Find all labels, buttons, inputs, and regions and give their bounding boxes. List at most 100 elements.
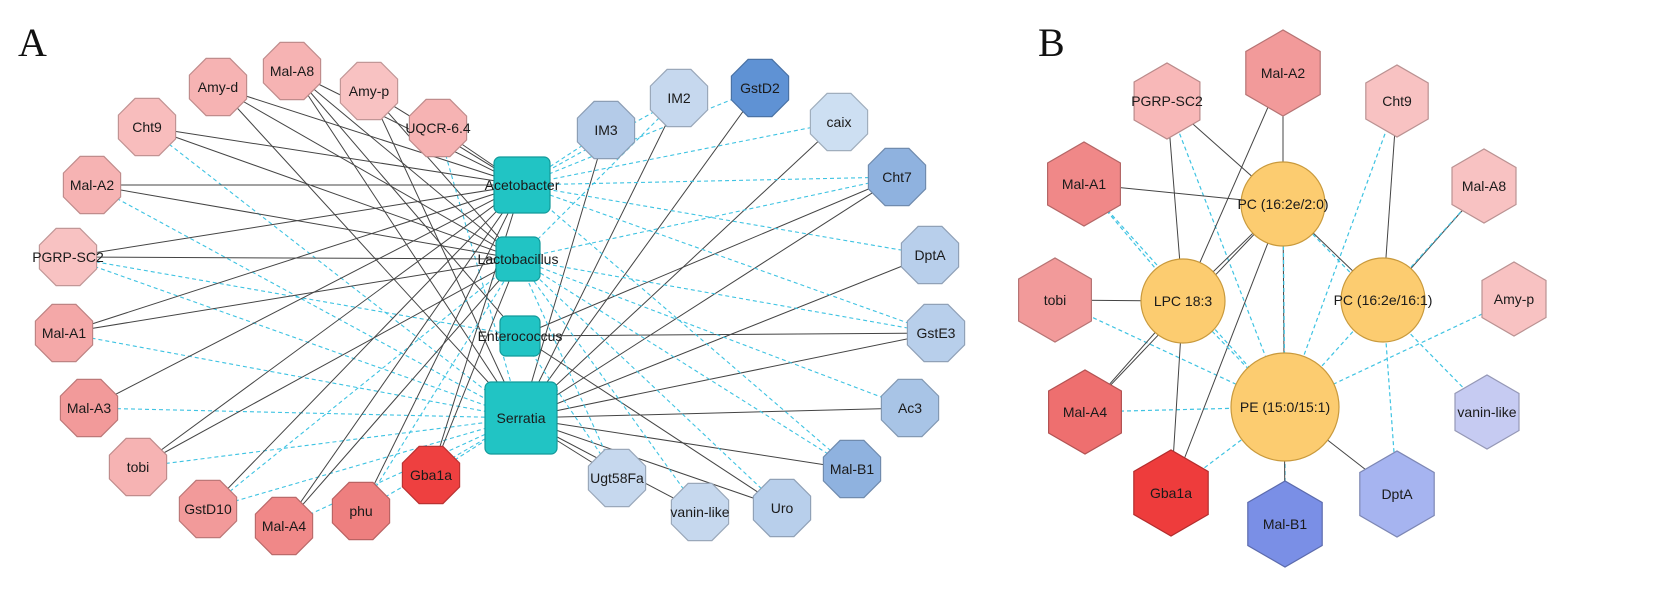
lipid-label: PC (16:2e/16:1) <box>1334 292 1433 308</box>
edge-cht7-acetobacter <box>521 176 898 186</box>
gene-node-gste3: GstE3 <box>906 303 966 363</box>
panel-a-edges <box>63 70 937 527</box>
hexagon-shape <box>1017 257 1093 343</box>
edge-uro-enterococcus <box>519 335 783 509</box>
gene-label: Mal-A3 <box>67 400 112 416</box>
bacteria-node-lactobacillus: Lactobacillus <box>478 236 558 282</box>
octagon-shape <box>880 378 940 438</box>
gene-node-mal-b1: Mal-B1 <box>1247 480 1323 568</box>
bacteria-node-serratia: Serratia <box>484 381 558 455</box>
edge-gstd2-acetobacter <box>521 87 761 186</box>
gene-node-mal-a1: Mal-A1 <box>1046 141 1122 227</box>
gene-label: DptA <box>1381 486 1413 502</box>
gene-label: Ugt58Fa <box>590 470 644 486</box>
gene-label: caix <box>827 114 852 130</box>
hexagon-shape <box>1133 62 1201 140</box>
edge-dpta-serratia <box>520 254 931 419</box>
edge-uro-lactobacillus <box>517 258 783 509</box>
edge-caix-serratia <box>520 121 840 419</box>
gene-node-gstd10: GstD10 <box>178 479 238 539</box>
hexagon-shape <box>1245 29 1321 117</box>
gene-label: PGRP-SC2 <box>1131 93 1203 109</box>
gene-node-uqcr: UQCR-6.4 <box>405 98 471 158</box>
octagon-shape <box>576 100 636 160</box>
gene-label: Ac3 <box>898 400 922 416</box>
gene-node-amy-d: Amy-d <box>188 57 248 117</box>
gene-node-mal-a8: Mal-A8 <box>262 41 322 101</box>
edge-cht7-enterococcus <box>519 176 898 337</box>
edge-phu-lactobacillus <box>360 258 519 512</box>
edge-gstd10-acetobacter <box>207 184 523 510</box>
gene-label: Mal-A4 <box>1063 404 1108 420</box>
edge-gste3-lactobacillus <box>517 258 937 334</box>
gene-label: phu <box>349 503 372 519</box>
octagon-shape <box>339 61 399 121</box>
hexagon-shape <box>1481 261 1547 337</box>
gene-label: vanin-like <box>670 504 729 520</box>
gene-label: tobi <box>127 459 150 475</box>
edge-pgrp-sc2-serratia <box>67 256 522 419</box>
lipid-node-pc2: PC (16:2e/16:1) <box>1334 257 1433 343</box>
gene-node-pgrp: PGRP-SC2 <box>1131 62 1203 140</box>
gene-node-mal-a4: Mal-A4 <box>1047 369 1123 455</box>
bacteria-label: Serratia <box>496 410 545 426</box>
lipid-node-pe: PE (15:0/15:1) <box>1230 352 1340 462</box>
edge-gba1a-pc1 <box>1170 203 1284 494</box>
octagon-shape <box>408 98 468 158</box>
gene-label: Amy-d <box>198 79 238 95</box>
edge-cht9-acetobacter <box>146 126 523 186</box>
gene-node-mal-a4: Mal-A4 <box>254 496 314 556</box>
edge-gste3-enterococcus <box>519 332 937 337</box>
gene-label: vanin-like <box>1457 404 1516 420</box>
gene-label: Mal-A4 <box>262 518 307 534</box>
edge-gba1a-lactobacillus <box>430 258 519 476</box>
gene-label: Mal-A8 <box>270 63 315 79</box>
octagon-shape <box>670 482 730 542</box>
hexagon-shape <box>1365 64 1429 138</box>
edge-pgrp-sc2-lactobacillus <box>67 256 519 260</box>
edge-amy-p-lactobacillus <box>368 90 519 260</box>
octagon-shape <box>822 439 882 499</box>
panel-a-nodes: Amy-dMal-A8Amy-pUQCR-6.4Cht9Mal-A2PGRP-S… <box>32 41 966 556</box>
gene-node-vanin: vanin-like <box>1454 374 1520 450</box>
edge-mal-a1-acetobacter <box>63 184 523 334</box>
lipid-node-pc1: PC (16:2e/2:0) <box>1237 161 1329 247</box>
gene-label: Mal-B1 <box>1263 516 1308 532</box>
edge-tobi-acetobacter <box>137 184 523 468</box>
gene-label: Mal-A8 <box>1462 178 1507 194</box>
octagon-shape <box>62 155 122 215</box>
edge-gste3-serratia <box>520 332 937 419</box>
edge-mal-b1-serratia <box>520 417 853 470</box>
edge-mal-b1-acetobacter <box>521 184 853 470</box>
gene-label: Mal-A2 <box>1261 65 1306 81</box>
hexagon-shape <box>1047 369 1123 455</box>
gene-node-ac3: Ac3 <box>880 378 940 438</box>
octagon-shape <box>38 227 98 287</box>
gene-node-tobi: tobi <box>1017 257 1093 343</box>
bacteria-label: Acetobacter <box>485 177 560 193</box>
octagon-shape <box>108 437 168 497</box>
gene-node-gba1a: Gba1a <box>401 445 461 505</box>
edge-pgrp-sc2-acetobacter <box>67 184 523 258</box>
edge-mal-a4-lactobacillus <box>283 258 519 527</box>
hexagon-shape <box>1046 141 1122 227</box>
octagon-shape <box>401 445 461 505</box>
bacteria-label: Enterococcus <box>478 328 563 344</box>
panel-b-letter: B <box>1038 20 1065 65</box>
gene-node-mal-b1: Mal-B1 <box>822 439 882 499</box>
gene-node-pgrp-sc2: PGRP-SC2 <box>32 227 104 287</box>
edge-gste3-acetobacter <box>521 184 937 334</box>
octagon-shape <box>730 58 790 118</box>
octagon-shape <box>867 147 927 207</box>
octagon-shape <box>59 378 119 438</box>
edge-cht7-lactobacillus <box>517 176 898 260</box>
gene-label: GstD10 <box>184 501 232 517</box>
hexagon-shape <box>1359 450 1435 538</box>
rounded-square-shape <box>495 236 541 282</box>
edge-amy-d-serratia <box>217 86 522 419</box>
gene-label: Gba1a <box>410 467 452 483</box>
edge-caix-acetobacter <box>521 121 840 186</box>
edge-tobi-serratia <box>137 417 522 468</box>
edge-mal-a2-serratia <box>91 184 522 419</box>
